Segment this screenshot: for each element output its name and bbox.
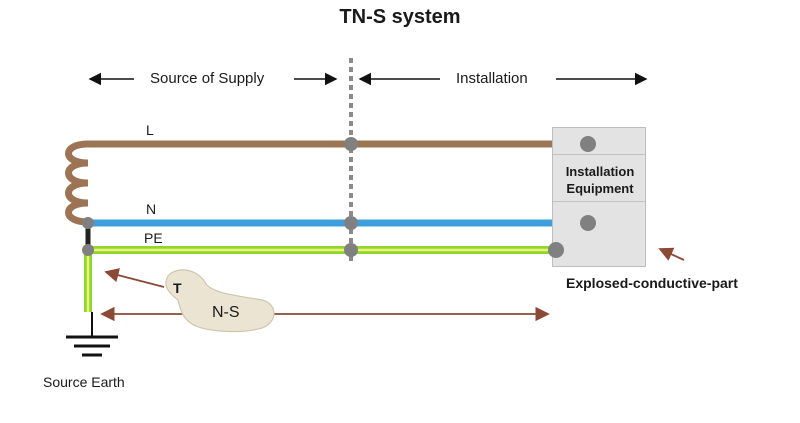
earthing-letters-ns: N-S [212,304,240,321]
earth-junction-node [82,244,94,256]
source-of-supply-label: Source of Supply [150,70,265,87]
source-earth-label: Source Earth [43,374,125,390]
exposed-part-callout-arrow [658,247,685,261]
star-point-node [82,217,94,229]
t-callout-arrow [104,268,165,288]
equipment-divider-top [553,154,645,155]
source-earth-conductor [84,250,93,336]
installation-equipment-label: Installation Equipment [565,164,635,196]
pe-label: PE [144,230,163,246]
installation-equipment-box: Installation Equipment [552,127,646,267]
neutral-label: N [146,201,157,217]
installation-label: Installation [456,70,528,87]
neutral-boundary-node [344,216,358,230]
earthing-code-bubble [165,269,275,333]
earth-ground-icon [66,335,118,357]
earthing-letter-t: T [173,280,182,296]
equipment-divider-bottom [553,201,645,202]
pe-boundary-node [344,243,358,257]
page-title: TN-S system [339,6,461,28]
line-boundary-node [344,137,358,151]
line-label: L [146,122,154,138]
transformer-coil [65,140,356,226]
exposed-conductive-part-label: Explosed-conductive-part [566,275,738,291]
